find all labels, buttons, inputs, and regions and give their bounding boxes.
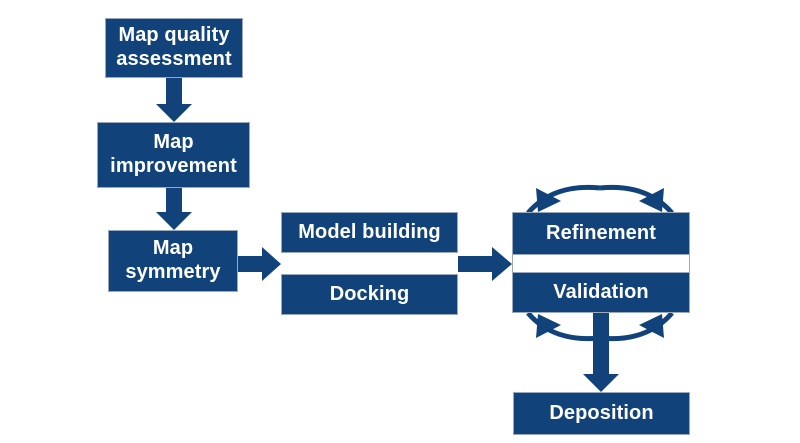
node-map-symmetry[interactable]: Map symmetry	[108, 230, 238, 292]
node-deposition[interactable]: Deposition	[513, 392, 690, 435]
cycle-arrowhead-bottom-left	[536, 314, 561, 338]
cycle-arc-top-right	[599, 184, 674, 215]
cycle-arc-top-left	[526, 184, 601, 215]
arrow-building-to-refinement	[458, 247, 512, 281]
arrow-map-symmetry-to-building	[238, 247, 281, 281]
cycle-arrowhead-top-right	[639, 188, 664, 212]
cycle-arrowhead-bottom-right	[639, 314, 664, 338]
node-model-building[interactable]: Model building	[281, 212, 458, 253]
node-refinement[interactable]: Refinement	[512, 212, 690, 255]
cycle-arrowhead-top-left	[536, 188, 561, 212]
node-map-quality-assessment[interactable]: Map quality assessment	[105, 18, 243, 78]
cycle-arc-bottom-left	[526, 311, 601, 342]
node-docking[interactable]: Docking	[281, 274, 458, 315]
node-validation[interactable]: Validation	[512, 272, 690, 313]
arrow-validation-to-deposition	[583, 313, 619, 392]
refinement-validation-gap	[512, 255, 690, 272]
arrow-map-quality-to-improvement	[156, 78, 192, 122]
cycle-arc-bottom-right	[599, 311, 674, 342]
node-map-improvement[interactable]: Map improvement	[97, 122, 250, 188]
arrow-map-improvement-to-symmetry	[156, 188, 192, 230]
